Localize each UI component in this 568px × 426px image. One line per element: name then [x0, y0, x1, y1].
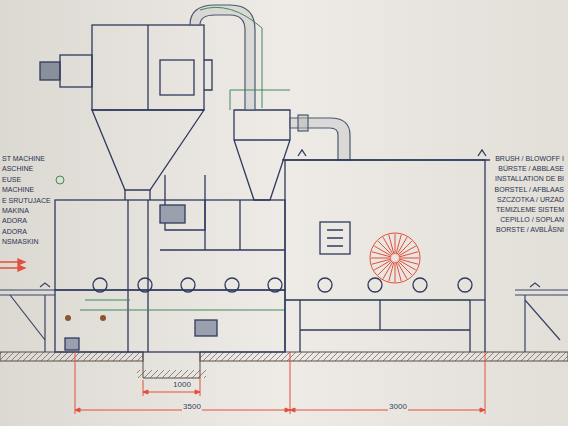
bristle: [372, 259, 391, 264]
bristle: [395, 234, 396, 254]
machine-name: BÜRSTE / ABBLASE: [498, 165, 564, 173]
machine-name: ST MACHINE: [2, 155, 45, 163]
roller: [93, 278, 107, 292]
bristle: [389, 235, 394, 254]
bristle: [378, 261, 392, 275]
green-lines: [56, 7, 470, 310]
conveyors: [0, 283, 568, 352]
bristle: [398, 241, 412, 255]
machine-name: TEMIZLEME SISTEM: [496, 206, 564, 214]
machine-name: BORSTE / AVBLÅSNI: [496, 226, 564, 234]
roller: [138, 278, 152, 292]
machine-name: INSTALLATION DE BI: [495, 175, 564, 183]
machine-name: SZCZOTKA / URZAD: [497, 196, 564, 204]
machine-name: E SRUTUJACE: [2, 197, 51, 205]
red-arrows: [0, 259, 25, 271]
roller: [268, 278, 282, 292]
machine-name: MACHINE: [2, 186, 34, 194]
machine-name: ADORA: [2, 217, 27, 225]
machine-name: EUSE: [2, 176, 21, 184]
machine-name: CEPILLO / SOPLAN: [500, 216, 564, 224]
roller: [368, 278, 382, 292]
dimension-value: 3000: [388, 403, 408, 411]
machine-name: BORSTEL / AFBLAAS: [495, 186, 564, 194]
bristle: [398, 261, 412, 275]
bristle: [399, 258, 419, 259]
brush-outline: [370, 233, 420, 283]
transport-rollers: [93, 278, 472, 292]
dimension-value: 3500: [182, 403, 202, 411]
dimension-value: 1000: [172, 381, 192, 389]
bristle: [399, 252, 418, 257]
brush-machine: [282, 150, 490, 352]
bristle: [378, 241, 392, 255]
brown-dots: [65, 315, 106, 321]
roller: [318, 278, 332, 292]
roller: [181, 278, 195, 292]
floor: [0, 352, 568, 378]
dimension-lines: [75, 352, 485, 414]
bristle: [371, 258, 391, 259]
machine-name: BRUSH / BLOWOFF I: [495, 155, 564, 163]
bristle: [395, 262, 396, 282]
machine-name: MAKINA: [2, 207, 29, 215]
ducts: [190, 5, 350, 160]
roller: [458, 278, 472, 292]
brush-roller: [370, 233, 420, 283]
machine-name: NSMASKIN: [2, 238, 39, 246]
machine-name: ASCHINE: [2, 165, 33, 173]
bristle: [396, 262, 401, 281]
roller: [225, 278, 239, 292]
roller: [413, 278, 427, 292]
machine-name: ADORA: [2, 228, 27, 236]
